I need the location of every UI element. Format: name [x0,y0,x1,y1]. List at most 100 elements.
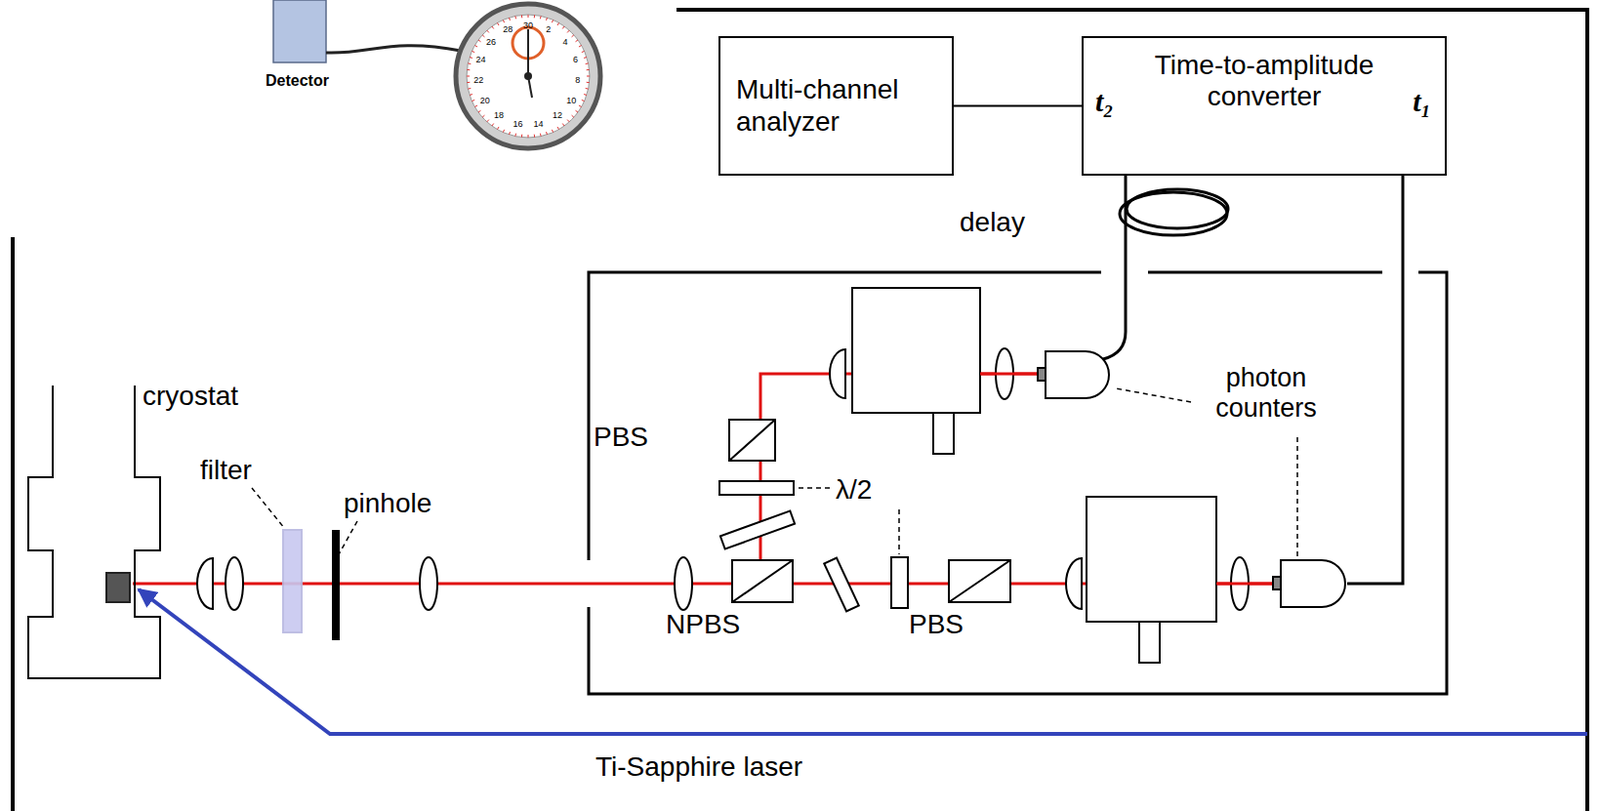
illustration-part [551,129,553,133]
monochromator [1139,621,1160,663]
monochromator [933,412,954,454]
box-title: Time-to-amplitude converter [1132,49,1396,113]
illustration-part [583,56,587,59]
part-label: filter [200,454,252,487]
illustration-part [583,93,587,96]
optics [948,560,1011,603]
outer-frame [676,9,1588,811]
dial-number: 20 [477,96,493,106]
illustration-part [551,19,553,23]
part-label: PBS [593,421,649,453]
illustration-part [562,26,565,29]
illustration-part [466,76,470,78]
illustration-part [567,30,570,33]
part-label: pinhole [343,488,432,520]
optics [732,560,793,603]
stopwatch-icon [466,14,590,138]
part-label: Ti-Sapphire laser [595,751,803,783]
leader-line [251,388,1298,557]
timing-cables [1103,175,1126,360]
part-label: delay [959,206,1026,239]
illustration-part [508,131,511,135]
illustration-part [567,120,570,123]
photon-counter [1272,576,1281,590]
dial-number: 2 [540,25,557,35]
pump-laser [138,589,1588,735]
illustration-part [539,133,542,137]
illustration-part [585,87,589,90]
illustration-part [578,105,582,108]
optics [729,419,776,461]
dial-number: 30 [520,21,536,31]
leader-line [898,509,901,555]
illustration-part [586,69,590,71]
illustration-part [502,129,504,133]
illustration-part [533,134,535,138]
leader-line [1115,388,1191,403]
cryostat [28,385,161,679]
illustration-part [492,123,494,126]
illustration-part [474,105,478,108]
illustration-part [466,69,470,71]
illustration-part [471,99,475,101]
port-label: t₂ [1095,84,1114,120]
detector-icon [273,0,327,63]
dial-number: 6 [568,55,584,65]
illustration-part [521,134,523,138]
monochromator [852,287,981,413]
photon-counter [1280,560,1346,608]
optics [823,558,860,613]
illustration-part [586,82,590,83]
dial-number: 14 [531,120,547,129]
illustration-part [492,26,494,29]
pump-laser [138,589,1588,735]
dial-number: 4 [557,38,574,47]
stopwatch-icon [524,72,533,81]
optics [719,481,794,495]
part-label: λ/2 [835,474,872,506]
beam-exit [980,372,1046,376]
illustration-part [514,133,517,137]
enclosure [588,272,1447,695]
illustration-part [521,14,523,18]
optics [729,419,776,461]
dial-number: 10 [563,96,579,106]
stopwatch-icon [455,3,601,149]
dial-number: 28 [499,25,516,35]
part-label: PBS [908,609,964,641]
optics [331,530,340,641]
port-label: t₁ [1412,84,1432,120]
stopwatch-icon [527,29,530,77]
illustration-part [557,22,560,26]
optics [197,348,1249,641]
illustration-part [585,62,589,65]
dial-number: 12 [549,111,566,121]
optics [419,557,438,611]
illustration-part [575,40,578,42]
optics [283,530,302,633]
illustration-part [545,131,548,135]
illustration-part [572,35,575,38]
illustration-part [482,35,485,38]
leader-line [251,488,286,530]
photon-counter [1037,351,1346,608]
part-label: cryostat [142,380,239,412]
outer-frame [12,9,1588,811]
illustration-part [474,45,478,48]
icon-caption: Detector [265,72,329,90]
dial-number: 24 [472,55,489,65]
illustration-part [514,15,517,19]
optics [197,558,213,610]
outer-frame [10,237,15,811]
detector-icon [326,45,461,54]
illustration-part [478,40,481,42]
illustration-part [545,17,548,21]
illustration-part [466,14,590,138]
leader-line [798,487,830,490]
illustration-part [497,126,500,130]
illustration-part [478,110,481,113]
optics [720,510,795,549]
illustration-part [487,120,490,123]
timing-cables [1347,175,1403,584]
analyzer-box: Multi-channel analyzer [718,36,954,176]
